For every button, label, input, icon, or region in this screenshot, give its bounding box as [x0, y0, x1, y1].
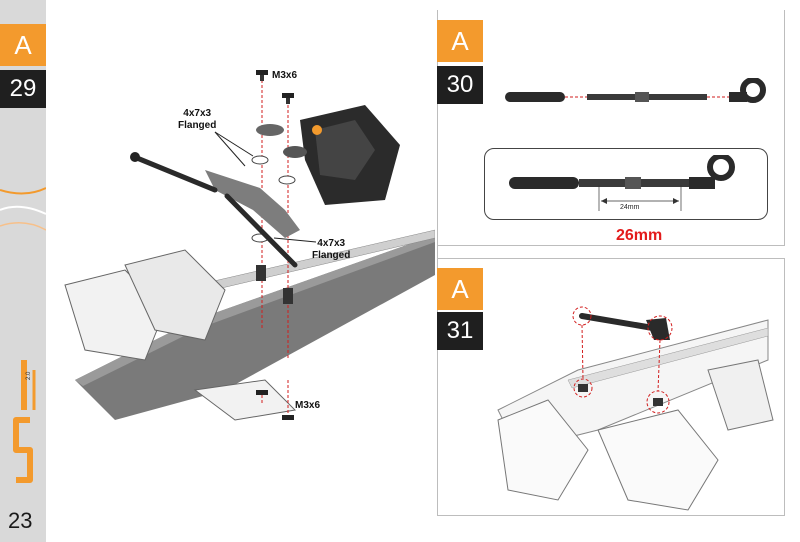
turnbuckle-left	[134, 155, 218, 193]
step-30-letter: A	[437, 20, 483, 62]
swoosh-decoration	[0, 187, 46, 231]
steering-rack	[205, 170, 300, 238]
label-screw-bottom: M3x6	[295, 400, 321, 411]
step-29-number: 29	[0, 70, 46, 108]
rod-end-left	[505, 92, 565, 102]
step-30-number: 30	[437, 66, 483, 104]
servo	[300, 105, 400, 205]
screw-top-right	[282, 93, 294, 104]
measurement-inset	[484, 148, 768, 220]
screw-bottom-left	[256, 390, 268, 395]
step-29-letter: A	[0, 24, 46, 66]
ball-stud-left	[578, 384, 588, 392]
turnbuckle-exploded	[505, 78, 766, 103]
label-bearing-mid: 4x7x3 Flanged	[312, 238, 351, 261]
highlight-left-post	[573, 378, 593, 398]
servo-outline	[707, 359, 774, 431]
bearing-upper-left	[251, 155, 269, 165]
highlight-left-end	[572, 306, 592, 326]
dimension-main-label: 26mm	[616, 227, 663, 244]
dimension-small-label: 24mm	[620, 204, 640, 211]
turnbuckle-assembled	[509, 155, 735, 211]
front-bulkhead	[124, 249, 226, 341]
brand-logo: 2.0	[13, 360, 36, 483]
screw-top-left	[256, 70, 268, 81]
turnbuckle	[579, 313, 656, 331]
step-31-letter: A	[437, 268, 483, 310]
ball-stud-right	[653, 398, 663, 406]
svg-text:2.0: 2.0	[26, 371, 32, 380]
step-31-illustration	[497, 306, 774, 511]
screw-bottom-right	[282, 415, 294, 420]
lower-arm	[193, 379, 297, 421]
step-31-number: 31	[437, 312, 483, 350]
panel-divider	[437, 10, 438, 515]
chassis-plate	[75, 235, 435, 420]
rod-end-right	[729, 92, 747, 102]
step-31-panel	[437, 258, 785, 516]
chassis-edge	[75, 235, 435, 386]
label-screw-top: M3x6	[272, 70, 298, 81]
highlight-right-end	[647, 315, 673, 341]
label-bearing-top: 4x7x3 Flanged	[178, 108, 217, 131]
post-left	[256, 265, 266, 281]
page-number: 23	[8, 508, 33, 533]
turnbuckle-right	[224, 193, 298, 268]
step-29-illustration	[64, 70, 435, 421]
servo-horn	[256, 124, 307, 158]
post-right	[283, 288, 293, 304]
bearing-upper-right	[278, 175, 296, 185]
step-30-panel	[437, 10, 785, 246]
